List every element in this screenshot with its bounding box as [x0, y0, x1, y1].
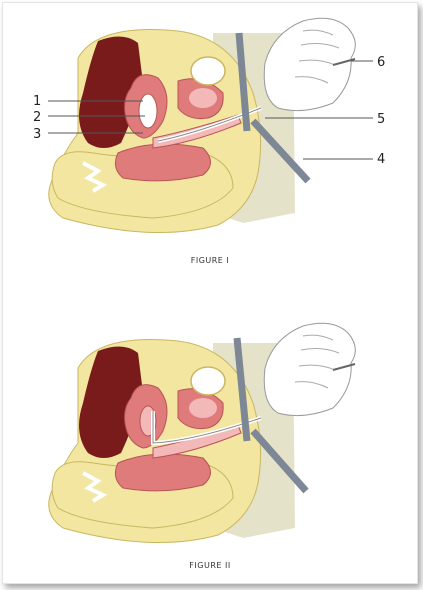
- rectum: [114, 143, 211, 182]
- figure-frame: 1 2 3 4 5 6 FIGURE I: [2, 2, 418, 584]
- label-4: 4: [377, 152, 385, 167]
- vaginal-canal: [152, 424, 242, 459]
- instrument-handle: [332, 363, 356, 371]
- tissue-folds: [82, 161, 108, 193]
- instrument-handle: [332, 58, 356, 66]
- label-2: 2: [33, 110, 41, 125]
- label-3: 3: [33, 127, 41, 142]
- figure-1-caption: FIGURE I: [190, 256, 230, 265]
- figure-1: 1 2 3 4 5 6 FIGURE I: [3, 3, 417, 293]
- tissue-folds: [82, 471, 108, 503]
- label-1: 1: [33, 94, 41, 109]
- figure-2-caption: FIGURE II: [189, 561, 231, 570]
- glove-fingers: [294, 29, 340, 84]
- instrument-rod-vertical: [233, 337, 251, 442]
- bladder-lumen: [189, 88, 217, 108]
- uterine-cavity: [138, 93, 158, 129]
- glove-fingers: [294, 334, 340, 389]
- rectum: [114, 453, 211, 492]
- instrument-rod-vertical: [235, 32, 251, 132]
- instrument-rod-diagonal: [250, 118, 311, 184]
- pubic-bone: [190, 56, 226, 86]
- pubic-bone: [190, 366, 226, 396]
- gloved-hand: [263, 322, 356, 417]
- figure-2-illustration: [48, 322, 356, 543]
- label-6: 6: [377, 55, 385, 70]
- bladder-lumen: [189, 398, 217, 418]
- figure-2: FIGURE II: [3, 293, 417, 583]
- gloved-hand: [263, 17, 356, 112]
- label-5: 5: [377, 112, 385, 127]
- figure-1-illustration: 1 2 3 4 5 6: [33, 17, 385, 233]
- instrument-rod-diagonal: [250, 428, 309, 494]
